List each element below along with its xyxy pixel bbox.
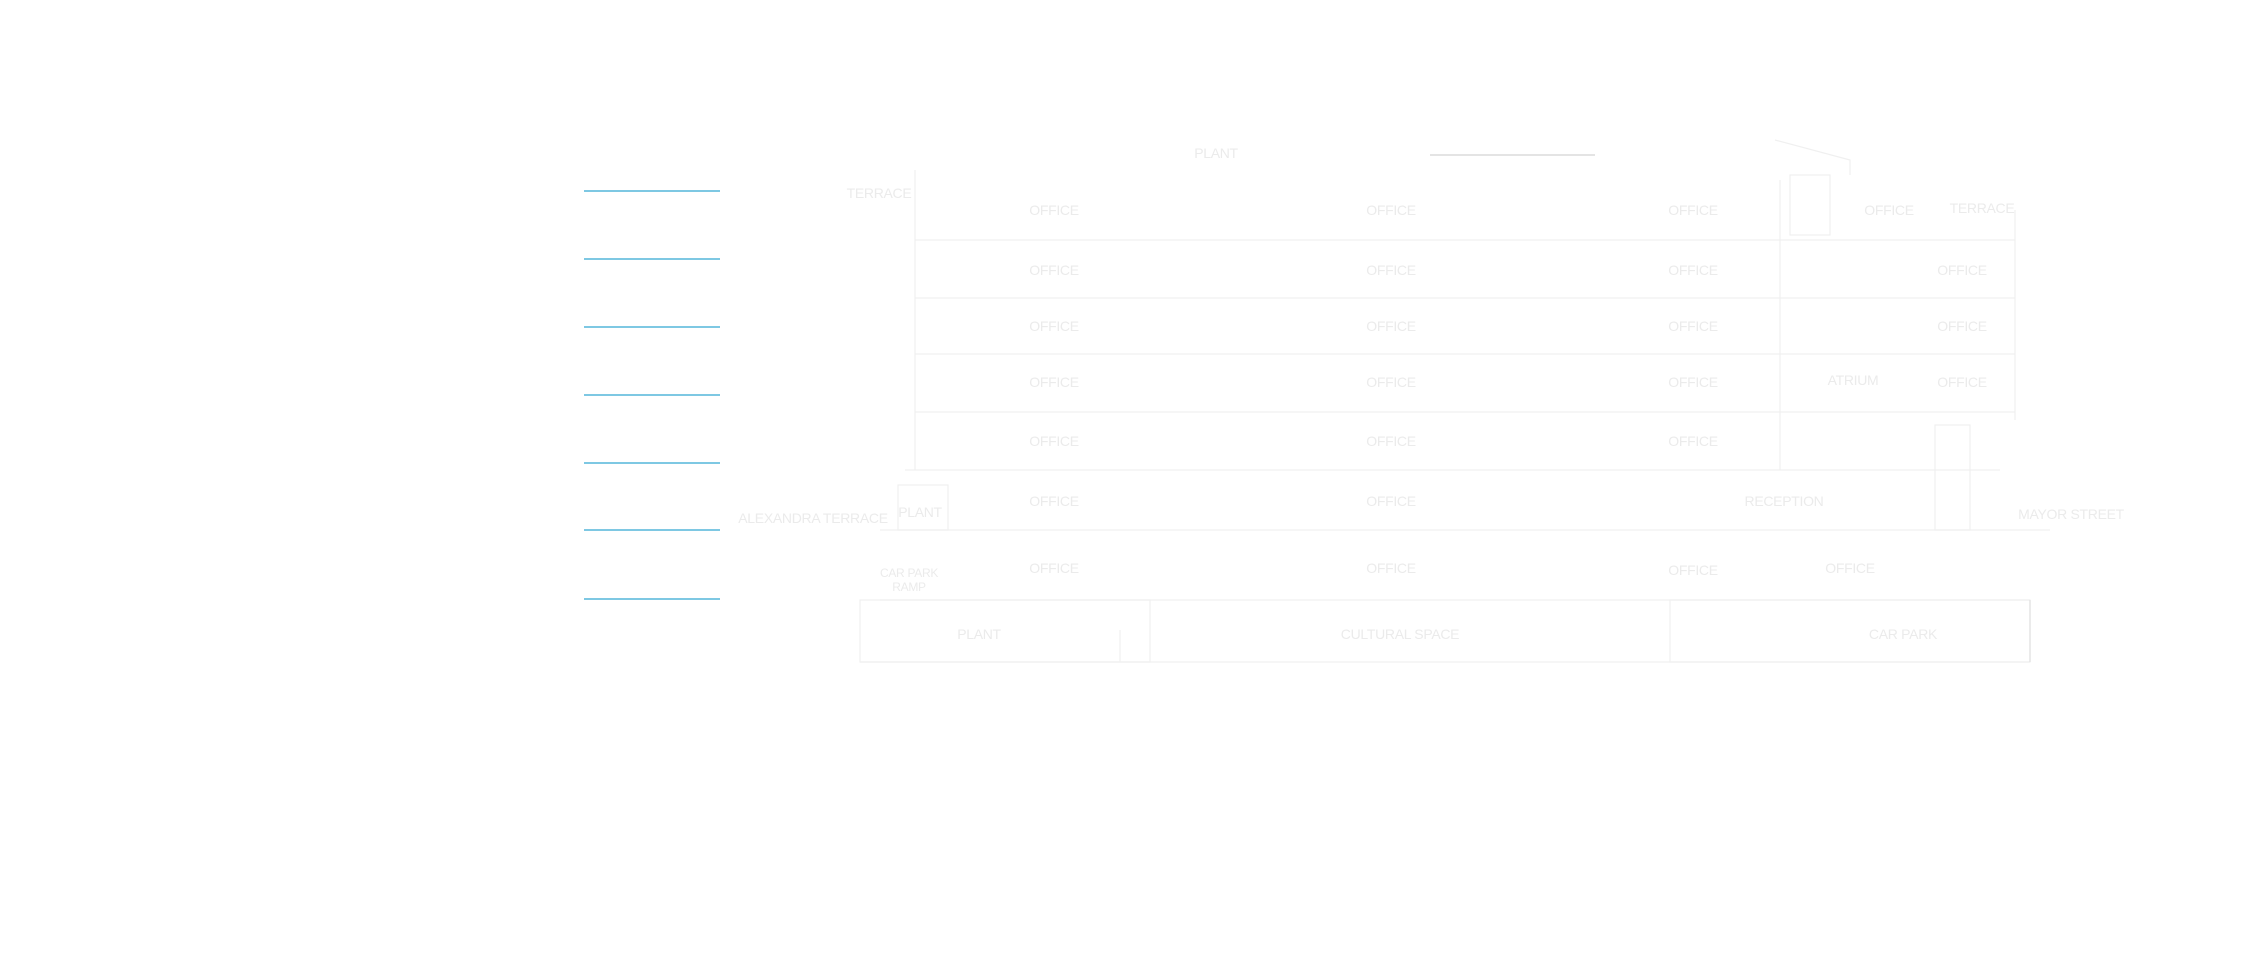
room-label-office: OFFICE (1366, 202, 1416, 218)
room-label-plant: PLANT (1194, 145, 1238, 161)
room-label-office: OFFICE (1366, 433, 1416, 449)
room-label-plant: PLANT (898, 504, 942, 520)
room-label-office: OFFICE (1029, 262, 1079, 278)
room-label-office: OFFICE (1366, 262, 1416, 278)
room-label-office: OFFICE (1668, 374, 1718, 390)
room-label-office: OFFICE (1366, 374, 1416, 390)
room-label-office: OFFICE (1029, 493, 1079, 509)
room-label-office: OFFICE (1825, 560, 1875, 576)
room-label-office: OFFICE (1668, 202, 1718, 218)
room-label-car-park: CAR PARK (1868, 626, 1938, 642)
room-label-office: OFFICE (1029, 433, 1079, 449)
level-marker (584, 529, 720, 531)
room-label-office: OFFICE (1029, 318, 1079, 334)
room-label-terrace: TERRACE (1949, 200, 2015, 216)
room-label-office: OFFICE (1029, 560, 1079, 576)
room-label-cultural-space: CULTURAL SPACE (1340, 626, 1460, 642)
room-label-terrace: TERRACE (846, 185, 912, 201)
level-marker (584, 190, 720, 192)
room-label-office: OFFICE (1366, 493, 1416, 509)
room-label-office: OFFICE (1937, 262, 1987, 278)
room-label-office: OFFICE (1668, 433, 1718, 449)
room-label-office: OFFICE (1937, 374, 1987, 390)
room-label-plant: PLANT (957, 626, 1001, 642)
level-marker (584, 462, 720, 464)
street-label-mayor-street: MAYOR STREET (2018, 506, 2124, 522)
room-label-office: OFFICE (1029, 202, 1079, 218)
level-marker (584, 598, 720, 600)
room-label-office: OFFICE (1366, 318, 1416, 334)
room-label-office: OFFICE (1864, 202, 1914, 218)
level-marker (584, 326, 720, 328)
street-label-alexandra-terrace: ALEXANDRA TERRACE (738, 510, 888, 526)
level-marker (584, 258, 720, 260)
room-label-office: OFFICE (1937, 318, 1987, 334)
room-label-office: OFFICE (1029, 374, 1079, 390)
room-label-car-park-ramp: CAR PARK RAMP (879, 566, 939, 594)
room-label-office: OFFICE (1366, 560, 1416, 576)
room-label-office: OFFICE (1668, 562, 1718, 578)
room-label-atrium: ATRIUM (1827, 372, 1879, 388)
room-label-reception: RECEPTION (1744, 493, 1824, 509)
room-label-office: OFFICE (1668, 318, 1718, 334)
level-marker (584, 394, 720, 396)
room-label-office: OFFICE (1668, 262, 1718, 278)
